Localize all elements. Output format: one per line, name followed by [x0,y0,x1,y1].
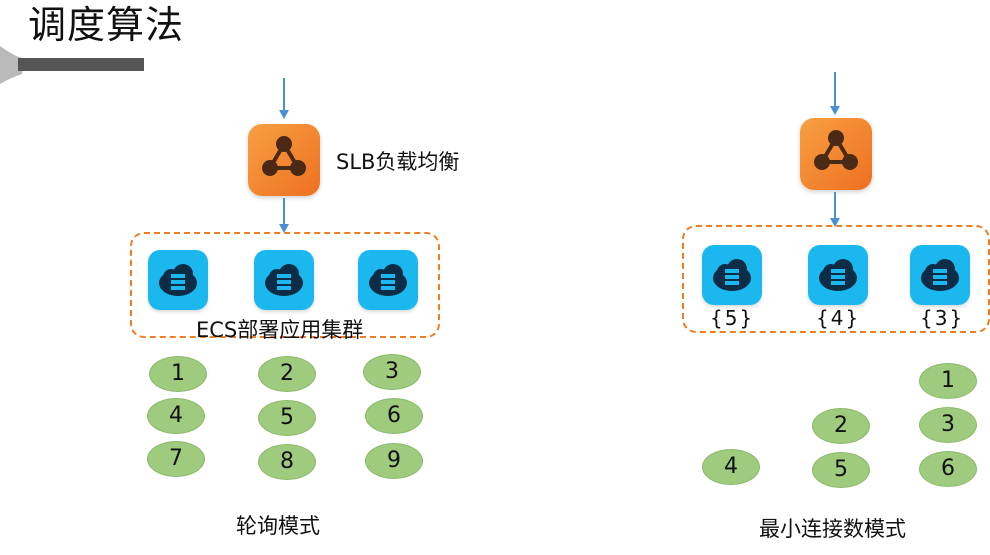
request-pill: 1 [149,356,207,392]
connection-count: {5} [710,306,755,330]
ecs-server-left-2 [254,250,314,310]
least-connections-caption: 最小连接数模式 [759,517,906,541]
slb-icon-right [800,118,872,190]
slb-to-cluster-arrow-right [830,192,840,227]
ecs-server-right-3 [910,245,970,305]
incoming-arrow-left [279,78,289,119]
cloud-server-icon [819,259,857,291]
request-pill: 1 [919,363,977,399]
request-pill: 2 [812,408,870,444]
ecs-cluster-left [130,232,440,338]
ecs-server-left-3 [358,250,418,310]
request-pill: 5 [258,400,316,436]
request-pill: 5 [812,452,870,488]
request-pill: 9 [365,443,423,479]
slb-label: SLB负载均衡 [336,150,460,174]
request-pill: 7 [147,441,205,477]
load-balancer-icon [262,136,306,176]
incoming-arrow-right [830,72,840,115]
ecs-server-right-2 [808,245,868,305]
round-robin-caption: 轮询模式 [236,514,320,538]
load-balancer-icon [814,130,858,170]
request-pill: 6 [919,451,977,487]
slb-to-cluster-arrow-left [279,198,289,233]
ecs-server-left-1 [148,250,208,310]
cloud-server-icon [713,259,751,291]
ecs-cluster-right [682,225,990,333]
connection-count: {3} [920,306,965,330]
slb-icon-left [248,124,320,196]
page-title: 调度算法 [28,3,185,47]
request-pill: 3 [363,354,421,390]
cloud-server-icon [921,259,959,291]
request-pill: 6 [365,398,423,434]
request-pill: 2 [258,356,316,392]
ecs-server-right-1 [702,245,762,305]
request-pill: 3 [919,407,977,443]
request-pill: 4 [147,398,205,434]
cloud-server-icon [159,264,197,296]
title-decoration [0,46,144,84]
connection-count: {4} [816,306,861,330]
request-pill: 8 [258,444,316,480]
cloud-server-icon [369,264,407,296]
cluster-label: ECS部署应用集群 [196,318,364,342]
request-pill: 4 [702,449,760,485]
cloud-server-icon [265,264,303,296]
